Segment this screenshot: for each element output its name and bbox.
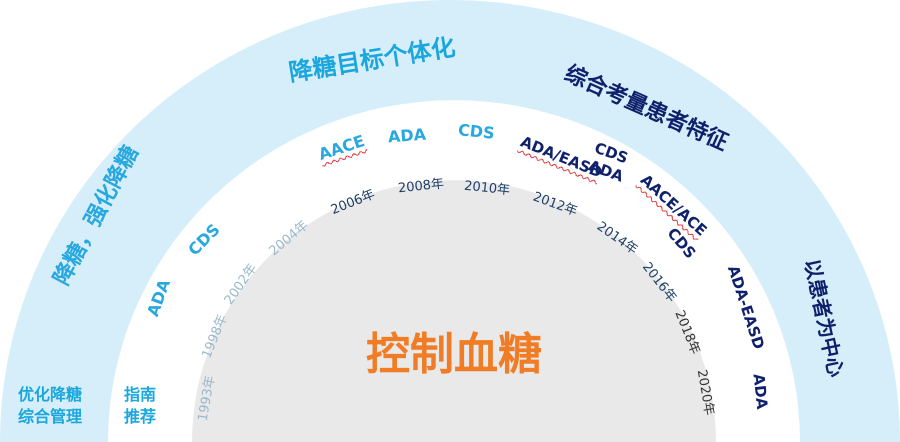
corner-left-line2: 综合管理 [18, 407, 83, 426]
inner-core-area [192, 180, 716, 442]
corner-label-left: 优化降糖 综合管理 [18, 384, 82, 428]
corner-label-right: 指南 推荐 [124, 384, 156, 428]
guideline-ada-2008: ADA [387, 124, 427, 147]
corner-right-line2: 推荐 [124, 407, 157, 426]
center-title: 控制血糖 [366, 329, 542, 380]
corner-right-line1: 指南 [124, 385, 157, 404]
guideline-ada-2020: ADA [749, 372, 772, 411]
corner-left-line1: 优化降糖 [18, 385, 83, 404]
guideline-cds-2010: CDS [457, 120, 496, 143]
